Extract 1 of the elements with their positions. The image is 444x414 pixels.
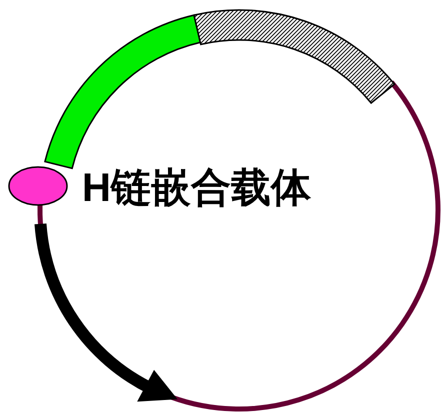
- vector-title: H链嵌合载体: [82, 168, 311, 208]
